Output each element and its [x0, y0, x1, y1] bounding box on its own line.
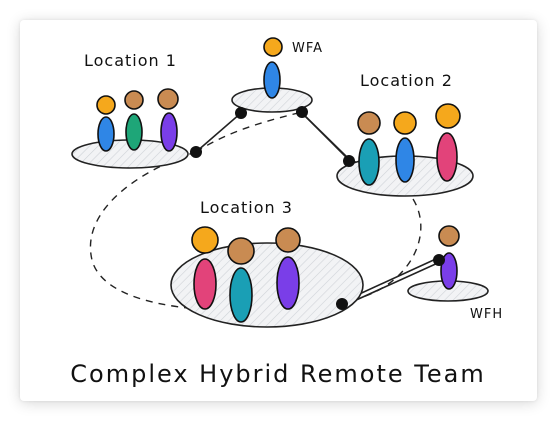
location-3-platform: [170, 242, 364, 328]
person-icon: [435, 103, 461, 182]
person-icon: [96, 95, 116, 152]
connection-node: [190, 146, 202, 158]
location-1-label: Location 1: [84, 51, 177, 70]
team-diagram: Location 1 WFA Location 2: [70, 37, 503, 388]
wfh-group: WFH: [407, 225, 503, 322]
person-icon: [227, 237, 255, 323]
person-icon: [393, 111, 417, 183]
connection-node: [433, 254, 445, 266]
person-icon: [263, 37, 283, 99]
person-icon: [438, 225, 460, 290]
connection-nodes: [190, 106, 445, 310]
location-3-label: Location 3: [200, 198, 293, 217]
person-icon: [275, 227, 301, 310]
connection-node: [336, 298, 348, 310]
person-icon: [191, 226, 219, 310]
person-icon: [357, 111, 381, 186]
person-icon: [157, 88, 179, 152]
location-3-group: Location 3: [170, 198, 364, 328]
connection-node: [296, 106, 308, 118]
diagram-title: Complex Hybrid Remote Team: [70, 360, 485, 388]
location-1-group: Location 1: [71, 51, 189, 169]
solid-connectors: [195, 111, 441, 307]
diagram-card: Location 1 WFA Location 2: [20, 20, 537, 401]
person-icon: [124, 90, 144, 151]
location-2-label: Location 2: [360, 71, 453, 90]
dashed-connection-top: [195, 111, 303, 153]
wfa-label: WFA: [292, 41, 323, 56]
connection-node: [343, 155, 355, 167]
location-2-group: Location 2: [336, 71, 474, 197]
wfa-group: WFA: [231, 37, 323, 113]
wfh-label: WFH: [470, 307, 503, 322]
connection-node: [235, 107, 247, 119]
